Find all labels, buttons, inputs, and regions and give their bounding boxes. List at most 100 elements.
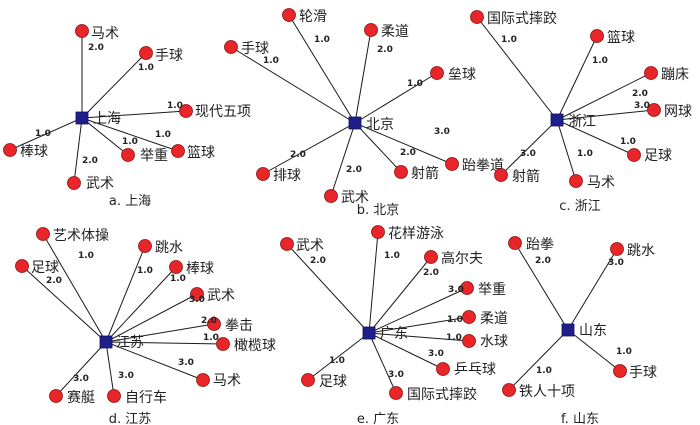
edge bbox=[105, 341, 224, 345]
leaf-label: 高尔夫 bbox=[441, 250, 483, 267]
leaf-node bbox=[171, 144, 185, 158]
leaf-label: 举重 bbox=[140, 148, 168, 164]
edge-weight: 3.0 bbox=[388, 370, 404, 380]
leaf-label: 蹦床 bbox=[661, 67, 689, 83]
edge-weight: 1.0 bbox=[577, 149, 593, 159]
edge-weight: 1.0 bbox=[447, 315, 463, 325]
edge-weight: 3.0 bbox=[608, 258, 624, 268]
leaf-node bbox=[3, 143, 17, 157]
leaf-node bbox=[590, 29, 604, 43]
edge bbox=[307, 332, 370, 381]
edge-weight: 3.0 bbox=[634, 101, 650, 111]
hub-label: 山东 bbox=[579, 323, 607, 339]
hub-node bbox=[561, 323, 575, 337]
leaf-label: 手球 bbox=[155, 48, 183, 64]
edge bbox=[556, 72, 652, 121]
leaf-label: 柔道 bbox=[480, 311, 508, 327]
leaf-label: 篮球 bbox=[187, 145, 215, 161]
edge bbox=[368, 332, 444, 370]
leaf-node bbox=[462, 334, 476, 348]
leaf-label: 马术 bbox=[91, 26, 119, 42]
edge-weight: 1.0 bbox=[138, 63, 154, 73]
hub-label: 江苏 bbox=[116, 335, 144, 351]
edge-weight: 2.0 bbox=[535, 256, 551, 266]
edge-weight: 1.0 bbox=[407, 79, 423, 89]
edge bbox=[330, 122, 356, 197]
edge bbox=[368, 316, 470, 334]
edge bbox=[105, 266, 177, 343]
edge-weight: 1.0 bbox=[329, 356, 345, 366]
leaf-label: 橄榄球 bbox=[234, 338, 276, 354]
leaf-label: 武术 bbox=[296, 238, 324, 254]
hub-label: 广东 bbox=[380, 326, 408, 342]
edge-weight: 2.0 bbox=[423, 268, 439, 278]
edge bbox=[567, 329, 621, 372]
edge-weight: 1.0 bbox=[314, 35, 330, 45]
panel-caption: a. 上海 bbox=[109, 194, 151, 209]
edge-weight: 1.0 bbox=[167, 101, 183, 111]
edge bbox=[42, 233, 107, 343]
edge-weight: 1.0 bbox=[592, 56, 608, 66]
edge bbox=[368, 287, 468, 334]
leaf-label: 手球 bbox=[241, 41, 269, 57]
leaf-label: 跳水 bbox=[627, 243, 655, 259]
leaf-node bbox=[424, 250, 438, 264]
edge-weight: 2.0 bbox=[290, 150, 306, 160]
leaf-label: 柔道 bbox=[381, 24, 409, 40]
leaf-label: 乒乓球 bbox=[454, 362, 496, 378]
edge-weight: 3.0 bbox=[448, 285, 464, 295]
edge-weight: 2.0 bbox=[632, 89, 648, 99]
leaf-node bbox=[389, 386, 403, 400]
leaf-node bbox=[67, 176, 81, 190]
hub-node bbox=[550, 113, 564, 127]
edge bbox=[556, 35, 598, 121]
leaf-label: 手球 bbox=[629, 365, 657, 381]
leaf-label: 足球 bbox=[319, 374, 347, 390]
edge bbox=[368, 256, 432, 334]
edge bbox=[105, 323, 215, 343]
edge-weight: 3.0 bbox=[73, 374, 89, 384]
edge-weight: 1.0 bbox=[501, 35, 517, 45]
edge bbox=[288, 14, 356, 124]
hub-label: 上海 bbox=[93, 111, 121, 127]
leaf-label: 自行车 bbox=[125, 389, 167, 406]
edge bbox=[81, 52, 147, 119]
edge bbox=[21, 265, 107, 343]
edge-weight: 1.0 bbox=[122, 137, 138, 147]
leaf-node bbox=[107, 389, 121, 403]
leaf-node bbox=[508, 236, 522, 250]
leaf-node bbox=[430, 66, 444, 80]
edge-weight: 1.0 bbox=[35, 129, 51, 139]
leaf-label: 轮滑 bbox=[299, 8, 327, 25]
leaf-label: 跳水 bbox=[155, 240, 183, 256]
edge bbox=[55, 341, 107, 397]
leaf-label: 射箭 bbox=[411, 165, 439, 182]
edge bbox=[354, 29, 372, 124]
edge-weight: 1.0 bbox=[203, 333, 219, 343]
leaf-label: 艺术体操 bbox=[53, 228, 109, 244]
leaf-label: 足球 bbox=[644, 148, 672, 164]
edge-weight: 2.0 bbox=[377, 45, 393, 55]
leaf-node bbox=[324, 189, 338, 203]
edge-weight: 1.0 bbox=[263, 56, 279, 66]
leaf-node bbox=[627, 148, 641, 162]
leaf-node bbox=[138, 239, 152, 253]
edge bbox=[105, 341, 204, 381]
leaf-label: 排球 bbox=[273, 168, 301, 184]
edge bbox=[556, 119, 577, 182]
leaf-label: 篮球 bbox=[607, 30, 635, 46]
edge bbox=[556, 109, 655, 121]
leaf-node bbox=[647, 103, 661, 117]
edge-weight: 1.0 bbox=[384, 251, 400, 261]
leaf-node bbox=[610, 242, 624, 256]
hub-label: 浙江 bbox=[568, 114, 596, 130]
edge-weight: 1.0 bbox=[155, 130, 171, 140]
leaf-node bbox=[494, 168, 508, 182]
leaf-label: 马术 bbox=[587, 175, 615, 191]
edge-weight: 2.0 bbox=[88, 43, 104, 53]
leaf-node bbox=[216, 337, 230, 351]
leaf-node bbox=[224, 40, 238, 54]
